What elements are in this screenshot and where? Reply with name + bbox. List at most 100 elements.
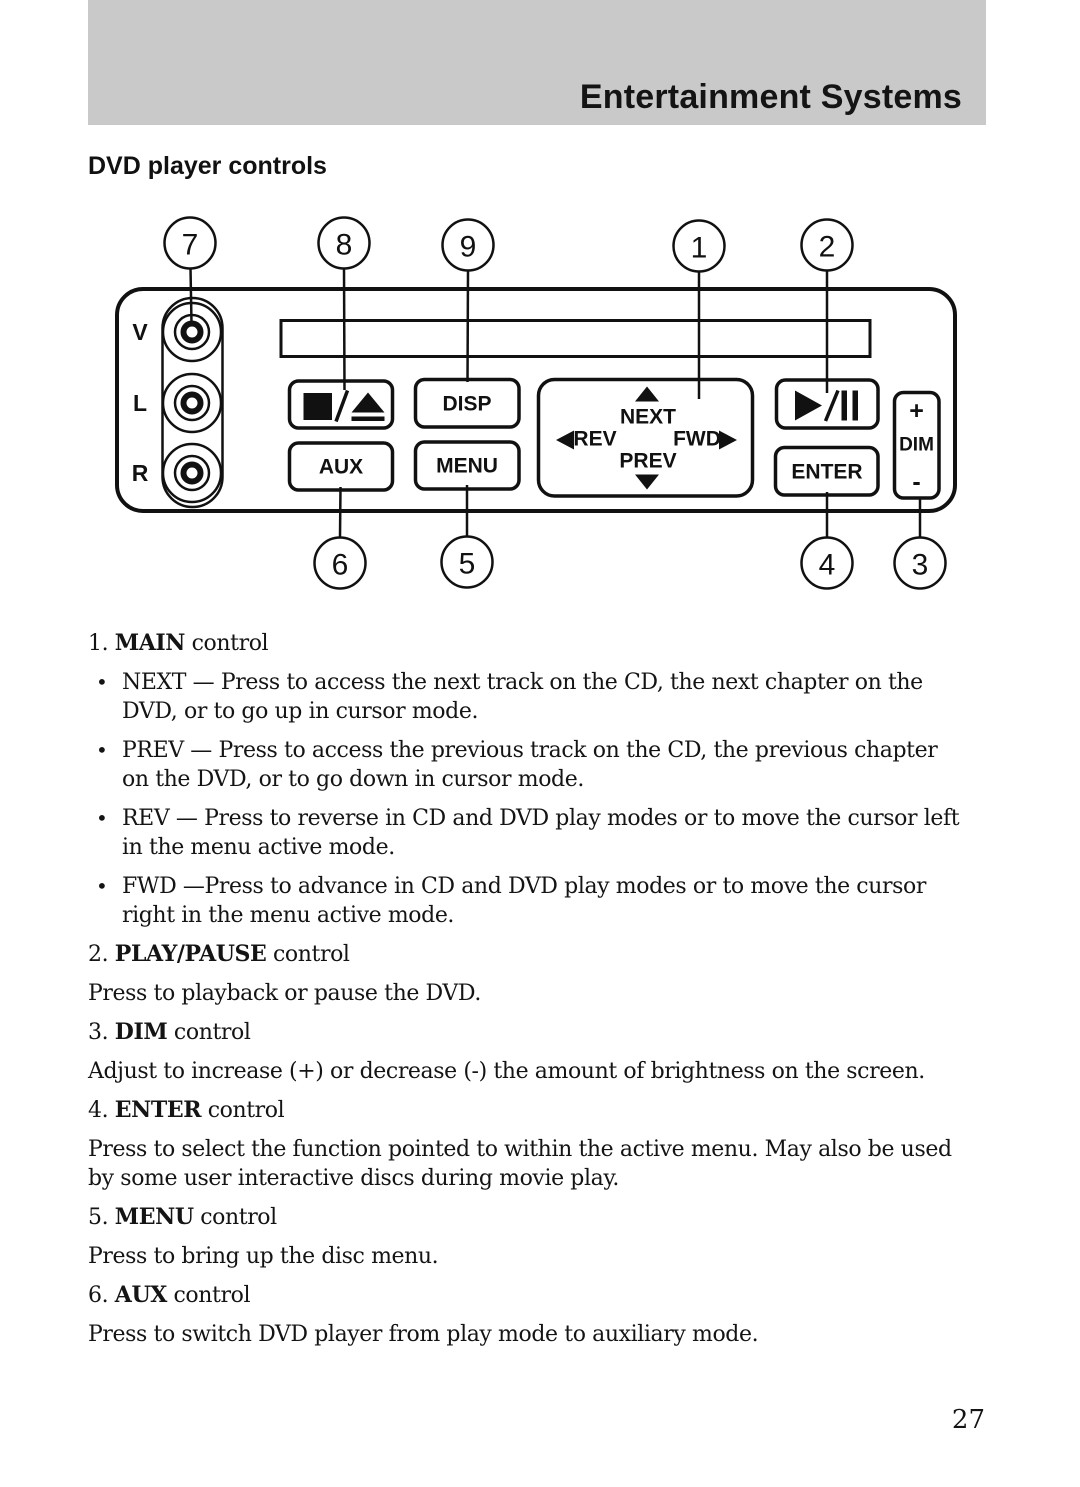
up-arrow-icon [635, 386, 659, 402]
control-heading: 6. AUX control [88, 1281, 962, 1310]
callout-circle [800, 218, 854, 272]
control-heading: 2. PLAY/PAUSE control [88, 940, 962, 969]
heading-suffix: control [167, 1020, 251, 1045]
jack-outer-ring [161, 442, 223, 504]
item-number: 5. [88, 1205, 115, 1230]
bullet-item: • PREV — Press to access the previous tra… [88, 736, 962, 794]
item-number: 3. [88, 1020, 115, 1045]
callout-circle [440, 535, 494, 589]
jack-center-ring [180, 391, 204, 415]
control-keyword: AUX [114, 1282, 168, 1308]
slash-divider [823, 389, 840, 422]
callout-1: 1 [672, 219, 726, 273]
bullet-text: REV — Press to reverse in CD and DVD pla… [122, 806, 960, 860]
callout-4: 4 [800, 536, 854, 590]
callout-number: 1 [691, 232, 708, 265]
item-number: 4. [88, 1098, 115, 1123]
stop-icon [303, 393, 332, 420]
fwd-label: FWD [673, 428, 721, 451]
callout-number: 7 [182, 229, 199, 262]
main-directional-pad: NEXT REV FWD PREV [536, 377, 755, 498]
dim-control: + DIM - [892, 390, 941, 500]
bullet-item: •REV — Press to reverse in CD and DVD pl… [88, 804, 962, 862]
rca-jack-right-audio [161, 442, 223, 504]
jack-mid-ring [173, 454, 211, 492]
callout-line-7 [189, 268, 193, 324]
bullet-text: PREV — Press to access the previous trac… [122, 738, 938, 792]
heading-suffix: control [185, 631, 269, 656]
callout-circle [317, 216, 371, 270]
prev-label: PREV [619, 450, 676, 473]
callout-number: 2 [819, 231, 836, 264]
disc-slot [279, 319, 872, 358]
bullet-marker: • [96, 874, 108, 898]
header-title: Entertainment Systems [579, 78, 962, 116]
callout-circle [441, 218, 495, 272]
callout-6: 6 [313, 536, 367, 590]
control-heading: 4. ENTER control [88, 1096, 962, 1125]
bullet-marker: • [96, 670, 108, 694]
jack-center-ring [180, 461, 204, 485]
dpad-outline [536, 377, 755, 498]
heading-suffix: control [266, 942, 350, 967]
jack-mid-ring [173, 384, 211, 422]
stop-eject-button [287, 379, 395, 430]
bullet-text: NEXT — Press to access the next track on… [122, 670, 923, 724]
callout-line-8 [342, 268, 346, 391]
callout-line-6 [338, 486, 342, 538]
control-heading: 5. MENU control [88, 1203, 962, 1232]
dim-outline [892, 390, 941, 500]
next-label: NEXT [620, 406, 676, 429]
callout-circle [313, 536, 367, 590]
callout-line-9 [466, 270, 470, 383]
disp-button-label: DISP [442, 393, 491, 416]
callout-number: 6 [332, 549, 349, 582]
enter-button-label: ENTER [791, 461, 862, 484]
menu-button: MENU [413, 440, 521, 491]
aux-button: AUX [287, 441, 395, 492]
item-number: 1. [88, 631, 115, 656]
body-text: 1. MAIN control • NEXT — Press to access t… [88, 619, 962, 1349]
callout-8: 8 [317, 216, 371, 270]
control-keyword: MENU [114, 1204, 194, 1230]
callout-circle [672, 219, 726, 273]
callout-circle [163, 216, 217, 270]
faceplate-outline [115, 287, 957, 513]
left-arrow-icon [556, 430, 574, 450]
down-arrow-icon [635, 474, 659, 490]
description-paragraph: Press to switch DVD player from play mod… [88, 1322, 759, 1347]
heading-suffix: control [201, 1098, 285, 1123]
dvd-player-diagram: V L R DISP AUX MENU NEX [115, 216, 957, 590]
callout-number: 8 [336, 229, 353, 262]
control-keyword: PLAY/PAUSE [114, 941, 267, 967]
bullet-item: • NEXT — Press to access the next track o… [88, 668, 962, 726]
bullet-marker: • [96, 738, 108, 762]
callout-7: 7 [163, 216, 217, 270]
bullet-text: FWD —Press to advance in CD and DVD play… [122, 874, 926, 928]
jack-label-l: L [133, 390, 147, 416]
callout-circle [893, 536, 947, 590]
callout-5: 5 [440, 535, 494, 589]
callout-9: 9 [441, 218, 495, 272]
heading-suffix: control [166, 1283, 251, 1308]
right-arrow-icon [719, 430, 737, 450]
rca-jack-left-audio [161, 372, 223, 434]
callout-number: 4 [819, 549, 836, 582]
aux-button-label: AUX [319, 456, 363, 479]
button-outline [287, 379, 395, 430]
description-paragraph: Press to playback or pause the DVD. [88, 981, 481, 1006]
page-number: 27 [951, 1405, 985, 1435]
control-keyword: MAIN [114, 630, 186, 656]
header-band: Entertainment Systems [88, 0, 986, 125]
section-title: DVD player controls [88, 152, 327, 180]
callout-circle [800, 536, 854, 590]
eject-icon [351, 392, 385, 413]
callout-2: 2 [800, 218, 854, 272]
play-icon [795, 390, 822, 421]
eject-icon-bar [351, 416, 385, 421]
description-paragraph: Adjust to increase (+) or decrease (-) t… [88, 1059, 925, 1084]
control-keyword: DIM [114, 1019, 168, 1045]
item-number: 2. [88, 942, 115, 967]
rev-label: REV [573, 428, 616, 451]
